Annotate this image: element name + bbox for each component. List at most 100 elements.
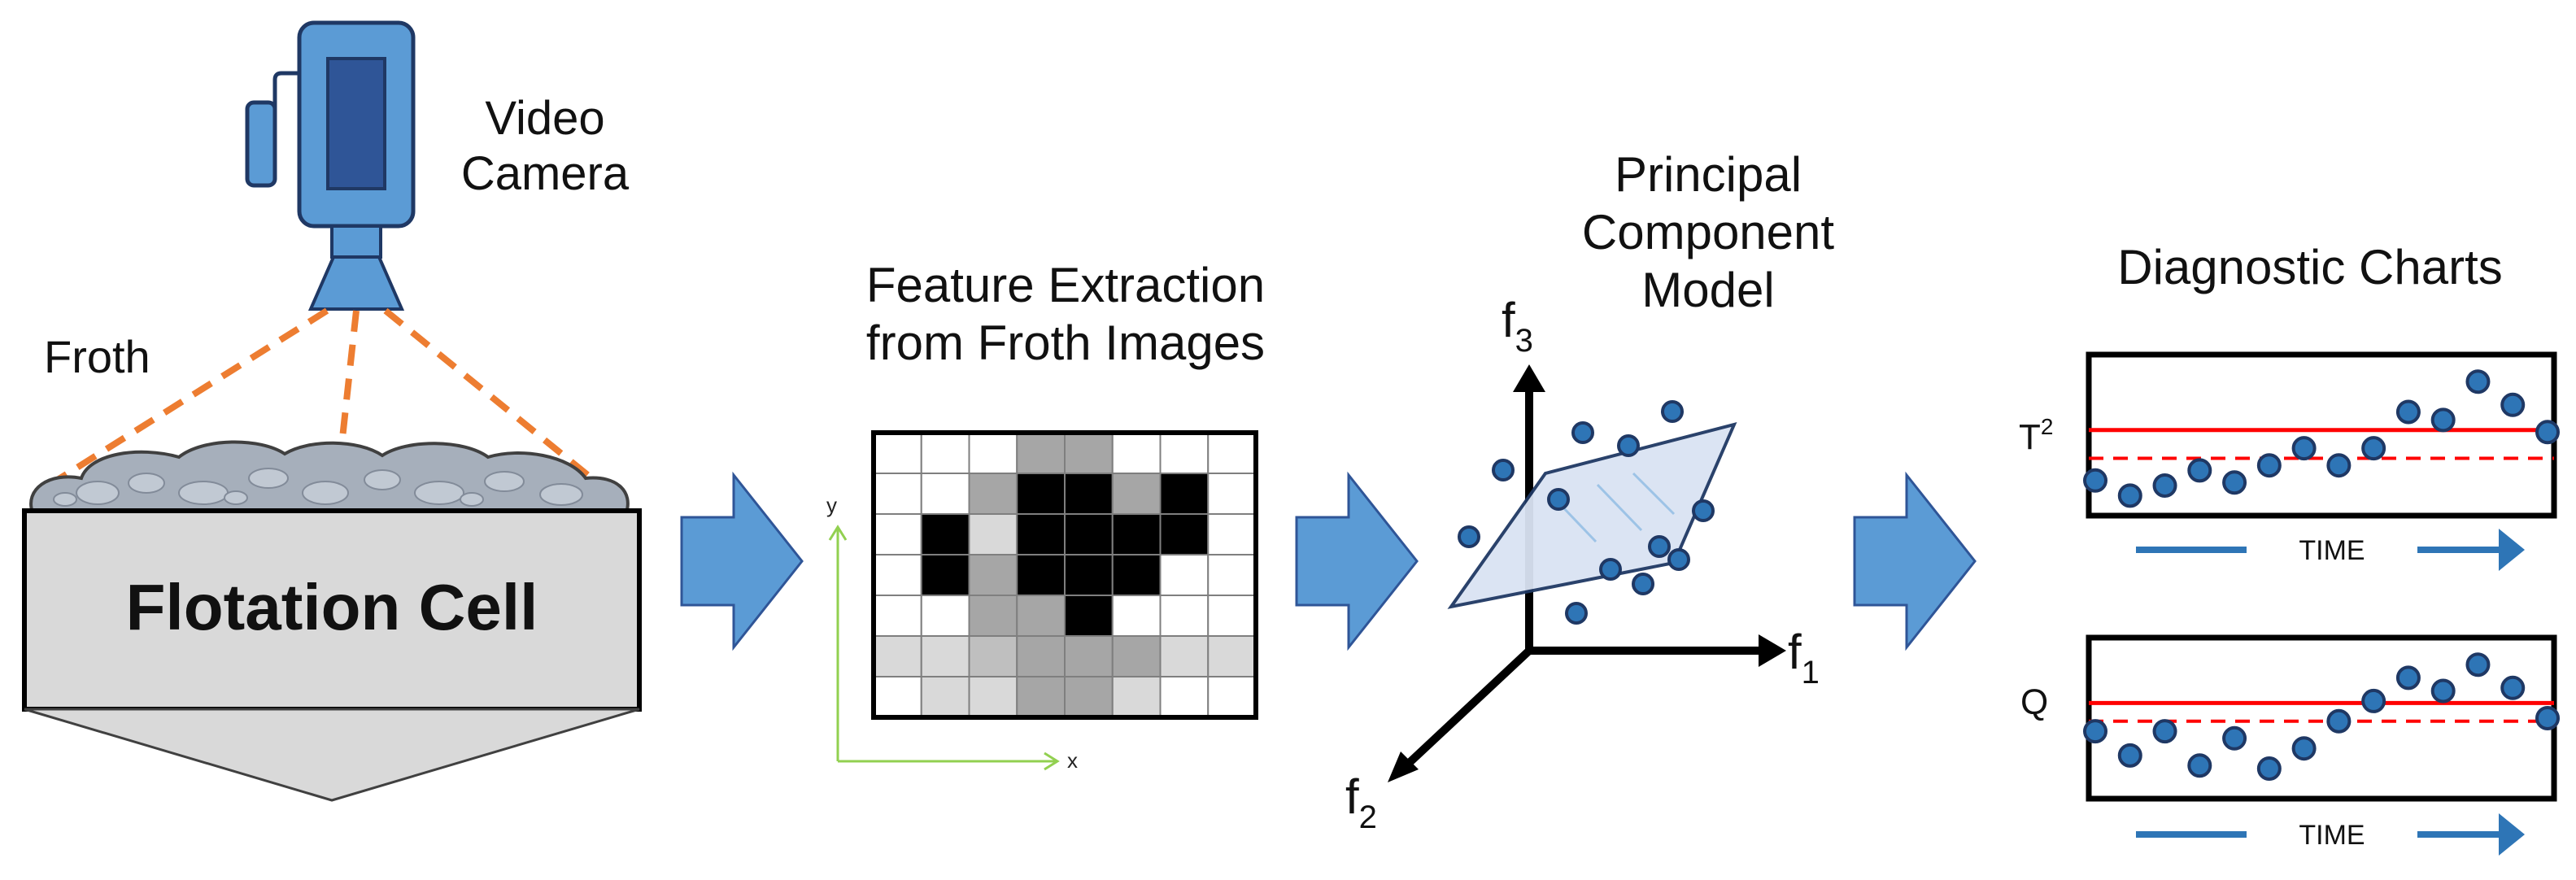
flotation-cell — [22, 508, 642, 802]
grid-cell — [1207, 554, 1257, 596]
chart-data-point — [2222, 470, 2247, 495]
principal-plane — [1447, 422, 1737, 609]
grid-cell — [1064, 554, 1114, 596]
pca-model-title: Principal Component Model — [1513, 146, 1903, 319]
froth-image-grid — [873, 432, 1257, 718]
pca-axis-f1-label: f1 — [1788, 625, 1820, 690]
chart-data-point — [2187, 458, 2212, 483]
video-camera-label-line-1: Video — [485, 92, 605, 145]
grid-cell — [1111, 432, 1162, 474]
grid-cell — [968, 676, 1018, 718]
chart-data-point — [2361, 436, 2386, 461]
grid-cell — [1016, 635, 1066, 677]
grid-cell — [1159, 635, 1210, 677]
grid-cell — [968, 513, 1018, 555]
process-arrow-1 — [680, 471, 804, 651]
video-camera-icon — [245, 20, 416, 311]
q-axis-label: Q — [2020, 682, 2048, 722]
chart-data-point — [2535, 706, 2560, 730]
chart-data-point — [2291, 436, 2317, 461]
chart-data-point — [2326, 708, 2352, 734]
feature-extraction-title-line-2: from Froth Images — [865, 315, 1266, 370]
chart-data-point — [2291, 736, 2317, 761]
grid-cell — [1064, 595, 1114, 637]
chart-data-point — [2187, 753, 2212, 778]
grid-cell — [1159, 554, 1210, 596]
grid-cell — [920, 595, 970, 637]
grid-cell — [1064, 676, 1114, 718]
pca-point — [1571, 421, 1594, 444]
grid-cell — [1016, 595, 1066, 637]
pca-point — [1692, 499, 1715, 522]
chart-data-point — [2152, 473, 2177, 498]
grid-cell — [1111, 473, 1162, 515]
time-label-1: TIME — [2299, 535, 2365, 566]
grid-cell — [1016, 473, 1066, 515]
q-chart — [2083, 652, 2560, 781]
grid-cell — [1207, 676, 1257, 718]
grid-cell — [873, 676, 922, 718]
grid-cell — [1016, 432, 1066, 474]
grid-cell — [1159, 513, 1210, 555]
pca-point — [1632, 573, 1654, 595]
flotation-cell-label: Flotation Cell — [125, 571, 538, 643]
froth-layer — [29, 440, 630, 514]
feature-extraction-title-line-1: Feature Extraction — [865, 258, 1266, 312]
chart-data-point — [2361, 688, 2386, 713]
chart-data-point — [2395, 399, 2421, 425]
pca-point — [1565, 602, 1588, 625]
pca-point — [1599, 558, 1622, 581]
process-arrows — [680, 471, 1977, 651]
grid-cell — [1064, 513, 1114, 555]
grid-cell — [920, 432, 970, 474]
pca-point — [1547, 488, 1570, 511]
plane-projection-lines — [1558, 472, 1676, 543]
chart-data-point — [2083, 468, 2107, 493]
chart-data-point — [2152, 719, 2177, 744]
grid-cell — [873, 432, 922, 474]
pca-model-title-line-2: Component — [1581, 204, 1835, 259]
grid-cell — [1016, 513, 1066, 555]
grid-cell — [920, 513, 970, 555]
grid-cell — [873, 635, 922, 677]
pca-point — [1617, 434, 1640, 457]
chart-data-point — [2430, 678, 2456, 704]
grid-cell — [968, 432, 1018, 474]
time-axis-2 — [2136, 813, 2525, 856]
grid-cell — [1064, 432, 1114, 474]
chart-data-point — [2117, 483, 2142, 508]
grid-cell — [873, 554, 922, 596]
chart-data-point — [2222, 725, 2247, 751]
time-label-2: TIME — [2299, 820, 2365, 851]
grid-cell — [1016, 676, 1066, 718]
process-arrow-3 — [1853, 471, 1977, 651]
chart-data-point — [2500, 675, 2526, 700]
grid-cell — [968, 635, 1018, 677]
grid-cell — [1159, 432, 1210, 474]
chart-data-point — [2500, 392, 2526, 417]
grid-cell — [1111, 554, 1162, 596]
froth-label: Froth — [44, 331, 150, 382]
grid-cell — [1016, 554, 1066, 596]
grid-cell — [920, 676, 970, 718]
chart-data-point — [2535, 420, 2560, 445]
pca-point — [1458, 525, 1480, 548]
grid-cell — [1111, 595, 1162, 637]
time-axis-1 — [2136, 529, 2525, 571]
pca-point — [1648, 535, 1671, 558]
chart-data-point — [2465, 652, 2491, 677]
chart-data-point — [2256, 453, 2282, 478]
diagnostic-charts-title: Diagnostic Charts — [2117, 240, 2503, 294]
pca-axis-arrowheads — [1388, 364, 1786, 782]
grid-cell — [1207, 432, 1257, 474]
pca-model-title-line-3: Model — [1641, 262, 1775, 317]
grid-cell — [1111, 676, 1162, 718]
pca-point — [1492, 459, 1515, 481]
grid-cell — [1207, 513, 1257, 555]
grid-cell — [968, 554, 1018, 596]
chart-data-point — [2465, 369, 2491, 394]
grid-cell — [873, 513, 922, 555]
image-axis-x-label: x — [1067, 748, 1078, 773]
chart-data-point — [2083, 719, 2107, 744]
grid-cell — [920, 473, 970, 515]
